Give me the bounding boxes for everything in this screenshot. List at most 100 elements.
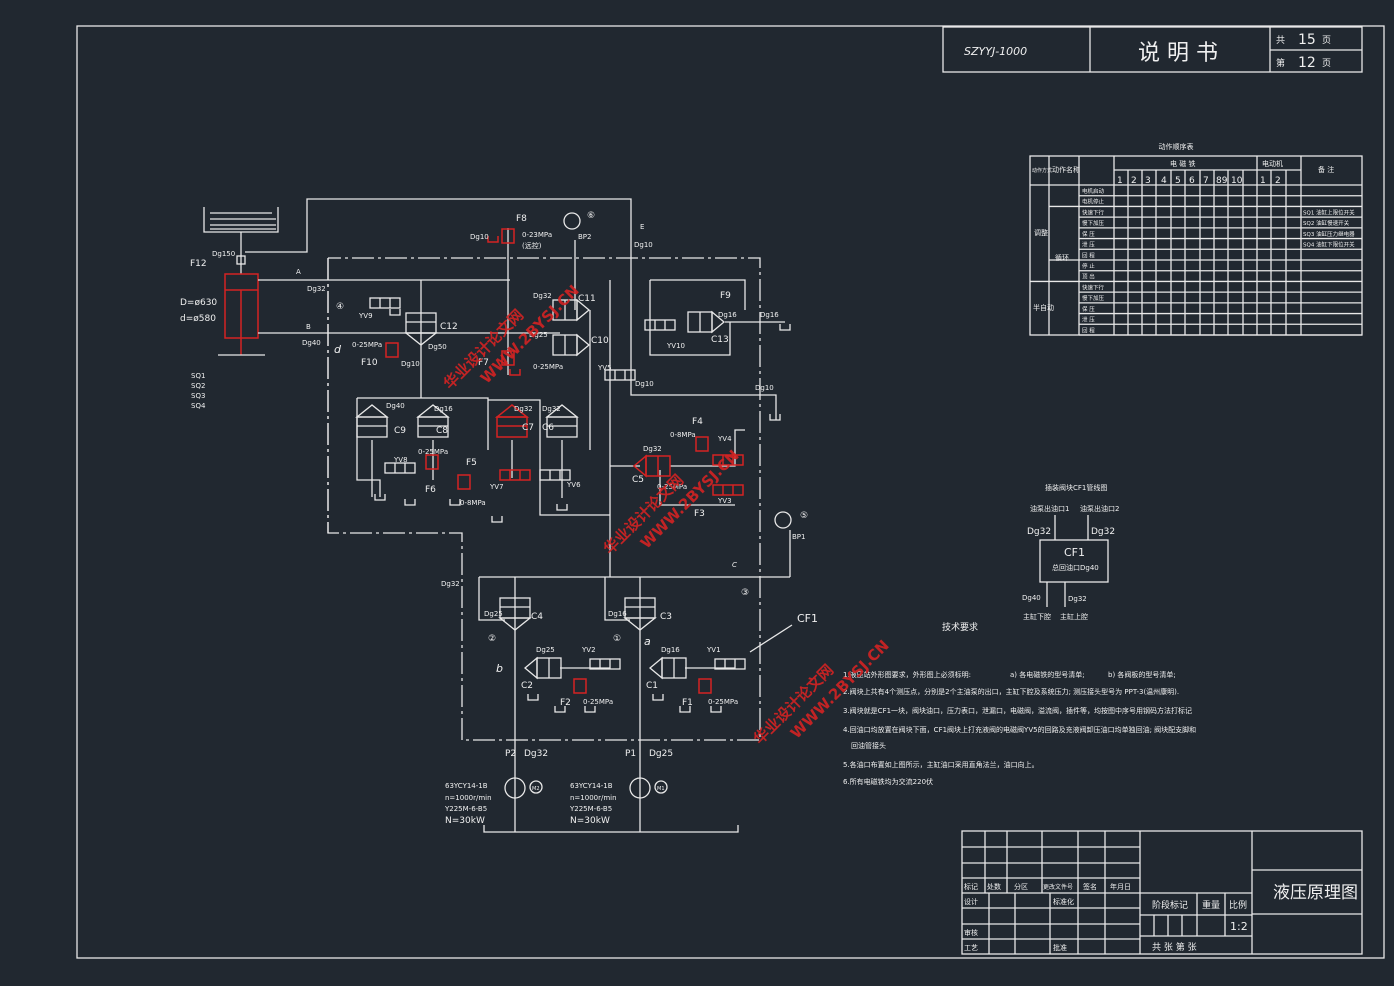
solenoid-valve-yv5: [604, 369, 636, 381]
group-adjust: 调整: [1034, 228, 1048, 237]
label: 共 张 第 张: [1152, 941, 1197, 953]
table-row-action: 电机启动: [1082, 187, 1105, 195]
label: Dg50: [428, 343, 447, 351]
table-row-action: 回 程: [1082, 251, 1095, 259]
pump-p1-icon: [629, 777, 651, 799]
label: BP1: [792, 533, 805, 541]
tank-return-icon: [509, 369, 521, 376]
label: Dg10: [635, 380, 654, 388]
label: F8: [516, 214, 527, 224]
label: a: [644, 635, 651, 648]
tech-item: 2.阀块上共有4个测压点，分别是2个主油泵的出口，主缸下腔及系统压力; 测压接头…: [843, 687, 1179, 696]
label: F9: [720, 291, 731, 301]
label: 签名: [1083, 882, 1097, 891]
label: F2: [560, 698, 571, 708]
label: 比例: [1229, 899, 1247, 911]
title-block: 标记 处数 分区 更改文件号 签名 年月日 设计 标准化 审核 工艺 批准 阶段…: [961, 830, 1363, 955]
label: Dg16: [661, 646, 680, 654]
table-row-action: 慢下加压: [1082, 219, 1105, 227]
label: 阶段标记: [1152, 899, 1188, 911]
label: C6: [542, 423, 554, 433]
label: 0-25MPa: [583, 698, 613, 706]
table-remark: SQ4 油缸下限位开关: [1303, 241, 1355, 249]
label: 0-25MPa: [708, 698, 738, 706]
label: ②: [488, 634, 496, 644]
header-mode: 动作方式: [1032, 167, 1052, 174]
label: Dg16: [434, 405, 453, 413]
motor1-model: Y225M-6-B5: [569, 805, 612, 813]
tank-return-icon: [710, 706, 722, 713]
label: Dg40: [1022, 594, 1041, 602]
cartridge-valve-c13: [687, 310, 726, 334]
label: E: [640, 223, 644, 231]
table-row-action: 顶 出: [1082, 273, 1095, 281]
tech-title: 技术要求: [942, 621, 978, 633]
relief-valve-f2: [573, 678, 587, 694]
relief-valve-f5: [457, 474, 471, 490]
label: F10: [361, 358, 378, 368]
solenoid-number: 6: [1189, 176, 1195, 186]
label: 更改文件号: [1043, 883, 1073, 891]
valve-spool: [499, 469, 531, 481]
cartridge-valve-c11: [552, 298, 591, 322]
label: 主缸下腔: [1023, 612, 1051, 621]
label: 总回油口Dg40: [1052, 563, 1099, 572]
label: SQ2: [191, 382, 205, 390]
table-row-action: 保 压: [1082, 230, 1095, 238]
tank-return-icon: [554, 706, 566, 713]
label: Dg32: [441, 580, 460, 588]
table-remark: SQ1 油缸上限位开关: [1303, 208, 1355, 216]
valve-cone: [355, 404, 389, 418]
table-row-action: 电机停止: [1082, 198, 1105, 206]
label: d: [334, 343, 342, 356]
pump1-speed: n=1000r/min: [570, 794, 617, 802]
tank-return-icon: [584, 706, 596, 713]
label: CF1: [1064, 546, 1085, 559]
label: Dg32: [1027, 527, 1051, 537]
label: Dg25: [484, 610, 503, 618]
total-prefix: 共: [1276, 35, 1285, 46]
label: C8: [436, 426, 448, 436]
cartridge-valve-c5: [632, 454, 671, 478]
cartridge-valve-c3: [623, 597, 657, 631]
label: C12: [440, 322, 458, 332]
solenoid-valve-yv7: [499, 469, 531, 481]
pump-p2-icon: [504, 777, 526, 799]
motor-m2-icon: [529, 780, 543, 794]
group-semi-auto: 半自动: [1033, 303, 1054, 312]
label: d=ø580: [180, 314, 216, 324]
solenoid-number: 5: [1175, 176, 1181, 186]
valve-cone: [523, 656, 538, 680]
label: 批准: [1053, 943, 1067, 952]
table-row-action: 停 止: [1082, 262, 1095, 270]
cartridge-valve-c9: [355, 404, 389, 438]
label: SQ3: [191, 392, 205, 400]
solenoid-number: 3: [1145, 176, 1151, 186]
valve-cone: [576, 333, 591, 357]
label: ③: [741, 588, 749, 598]
label: 标记: [964, 882, 978, 891]
label: Dg32: [542, 405, 561, 413]
drawing-code: SZYYJ-1000: [964, 45, 1027, 58]
label: C13: [711, 335, 729, 345]
label: 标准化: [1053, 897, 1074, 906]
tech-item: 1.液压站外形图要求，外形图上必须标明:: [843, 670, 971, 679]
table-row-action: 泄 压: [1082, 316, 1095, 324]
label: C5: [632, 475, 644, 485]
label: YV6: [566, 481, 581, 489]
doc-title: 说 明 书: [1138, 41, 1218, 66]
label: BP2: [578, 233, 591, 241]
label: C7: [522, 423, 534, 433]
cartridge-valve-c10: [552, 333, 591, 357]
table-remark: SQ3 油缸压力继电器: [1303, 230, 1355, 238]
tech-item: 回油管接头: [851, 741, 886, 750]
label: C9: [394, 426, 406, 436]
relief-valve-f6: [425, 454, 439, 470]
solenoid-valve-yv4: [712, 454, 744, 466]
relief-valve-f7: [501, 350, 515, 366]
page-prefix: 第: [1276, 57, 1285, 69]
cf1-leader-line: [749, 624, 793, 653]
label: D=ø630: [180, 298, 217, 308]
hydraulic-schematic: [203, 198, 793, 833]
label: C: [732, 561, 737, 569]
